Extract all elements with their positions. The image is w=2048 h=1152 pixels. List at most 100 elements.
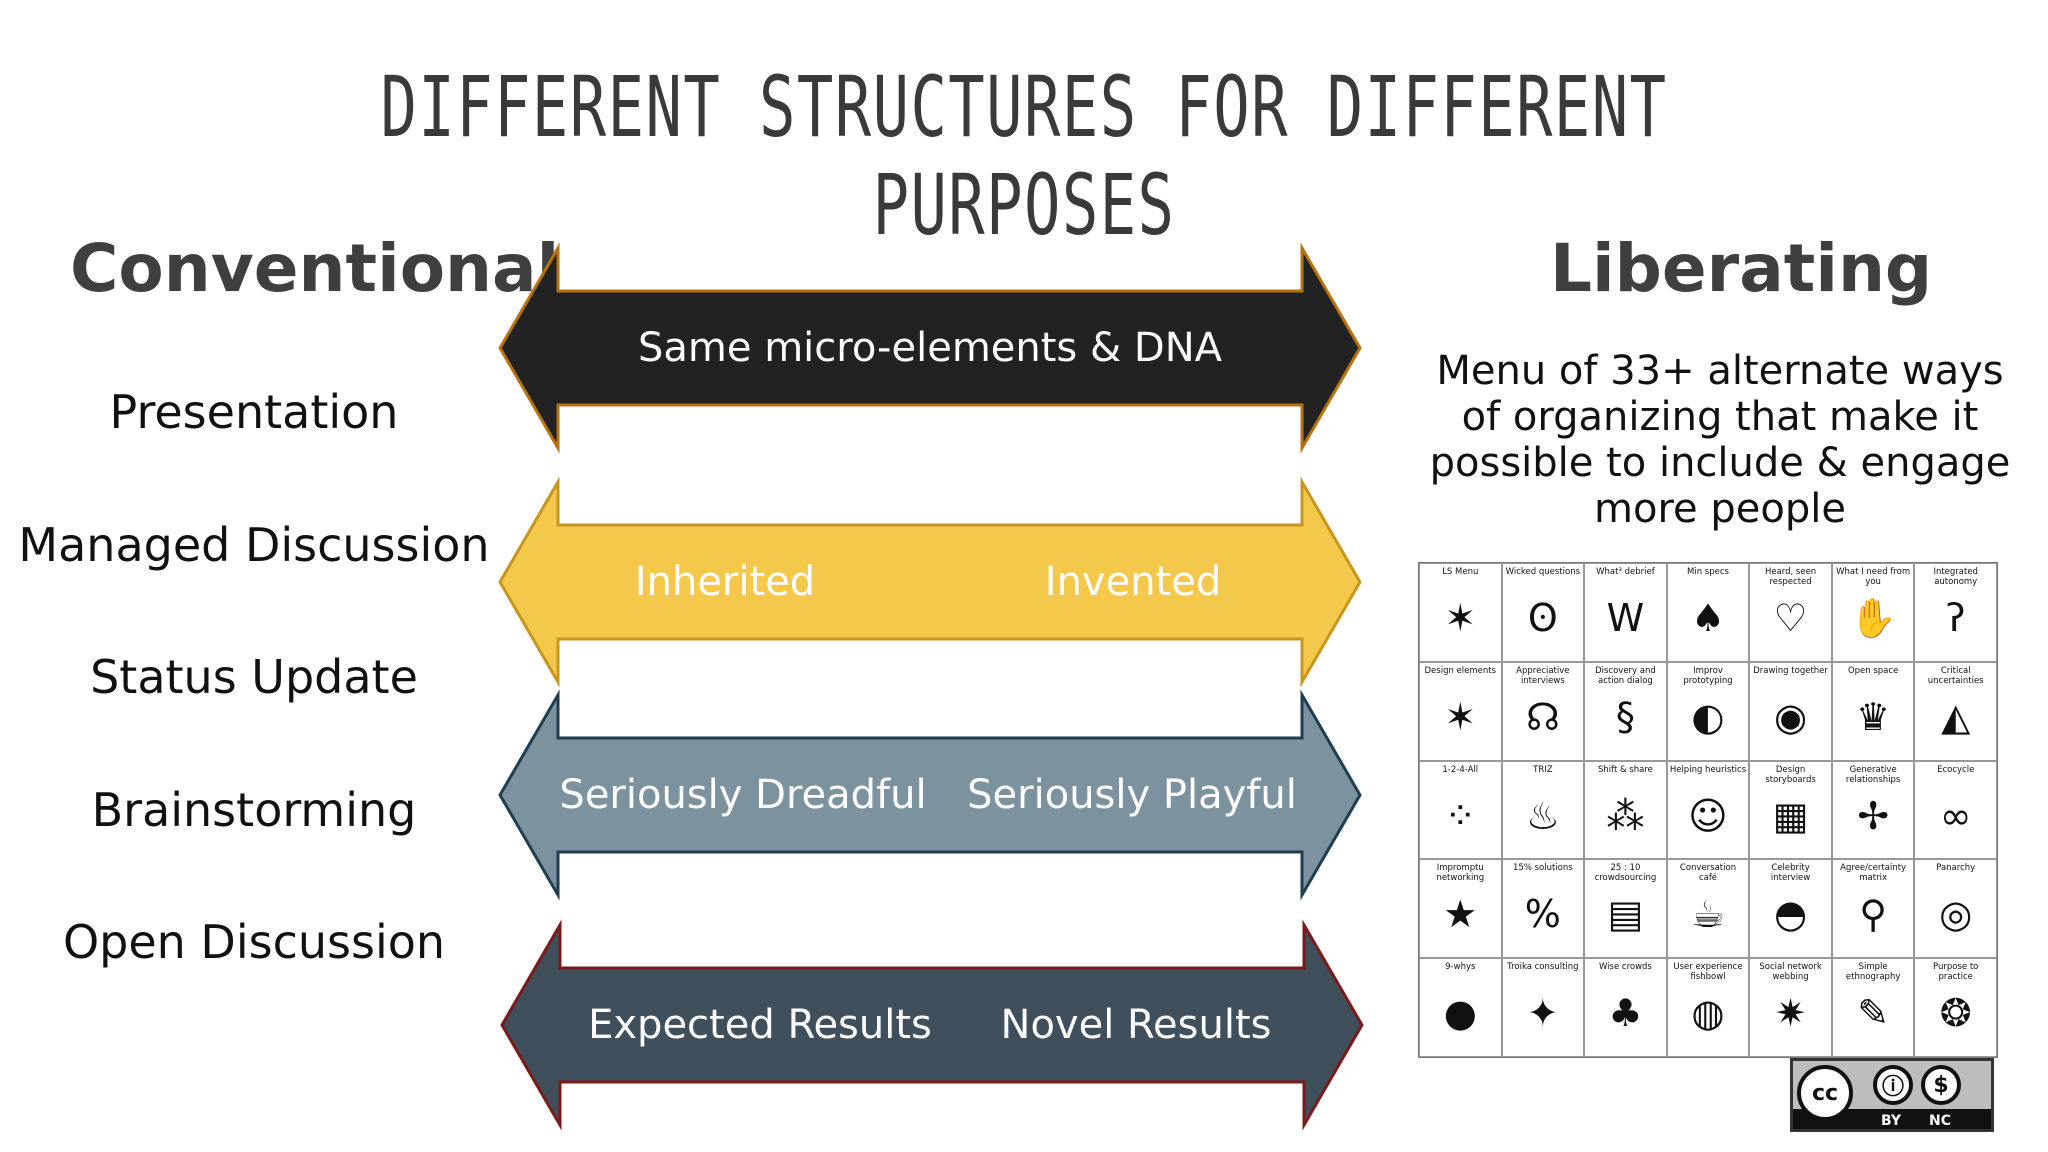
method-card: Critical uncertainties ◭ [1914, 661, 1997, 761]
method-card: Troika consulting ✦ [1501, 958, 1585, 1057]
method-label: Critical uncertainties [1927, 665, 1984, 686]
structure-status-update: Status Update [90, 650, 418, 704]
coffee-cup-icon: ☕ [1690, 892, 1726, 937]
method-label: 15% solutions [1513, 863, 1573, 874]
method-card: Agree/certainty matrix ⚲ [1831, 859, 1915, 959]
liberating-heading: Liberating [1550, 230, 1933, 307]
method-card: User experience fishbowl ◍ [1666, 958, 1750, 1057]
method-label: Drawing together [1753, 665, 1828, 676]
method-card: Social network webbing ✷ [1749, 958, 1832, 1057]
star-people-icon: ★ [1443, 892, 1478, 937]
masks-icon: ◐ [1691, 694, 1725, 739]
method-card: Drawing together ◉ [1749, 661, 1832, 761]
method-card: Min specs♠ [1666, 563, 1750, 662]
method-label: Design storyboards [1765, 764, 1816, 785]
method-card: 9-whys● [1419, 958, 1502, 1057]
method-card: Conversation café ☕ [1666, 859, 1750, 959]
method-label: LS Menu [1442, 567, 1479, 577]
infinity-icon: ∞ [1939, 793, 1972, 838]
dots-circle-icon: ⁘ [1444, 793, 1477, 838]
magnifier-icon: ⚲ [1859, 892, 1888, 937]
circle-people-icon: ♛ [1856, 694, 1891, 739]
method-label: Troika consulting [1507, 962, 1579, 973]
spiral-icon: ʘ [1527, 596, 1558, 640]
squiggles-icon: ʔ [1946, 596, 1966, 640]
spotlight-icon: ◓ [1773, 892, 1808, 937]
crowd-icon: ♣ [1608, 991, 1643, 1036]
arrow-playful-label: Seriously Playful [967, 772, 1297, 818]
palette-icon: ◉ [1773, 694, 1808, 739]
method-label: Celebrity interview [1770, 863, 1811, 884]
footprints-icon: ⁂ [1606, 793, 1645, 838]
troika-icon: ✦ [1526, 991, 1559, 1036]
method-card: Simple ethnography✎ [1831, 958, 1915, 1057]
method-card: Design elements✶ [1419, 661, 1502, 761]
method-label: TRIZ [1533, 764, 1553, 775]
method-label: Wise crowds [1598, 962, 1652, 973]
shark-fin-icon: ◭ [1941, 694, 1971, 739]
structure-open-discussion: Open Discussion [62, 915, 446, 969]
method-label: 9-whys [1445, 962, 1476, 973]
method-label: Integrated autonomy [1933, 567, 1978, 587]
method-card: 25 : 10 crowdsourcing ▤ [1584, 859, 1667, 959]
method-card: Open space♛ [1831, 661, 1915, 761]
helix-icon: § [1615, 694, 1635, 739]
arrow-dreadful-label: Seriously Dreadful [559, 772, 926, 818]
method-card: Wicked questions ʘ [1501, 563, 1585, 662]
method-label: Shift & share [1597, 764, 1653, 775]
method-label: What I need from you [1836, 567, 1911, 587]
method-label: Conversation café [1679, 863, 1737, 884]
compass-icon: ✢ [1857, 793, 1890, 838]
method-label: User experience fishbowl [1673, 962, 1743, 983]
arrow-inherited-label: Inherited [635, 559, 815, 605]
spectrum-arrow-expected-novel [500, 919, 1364, 1131]
noncommercial-icon: $ [1921, 1065, 1961, 1105]
meditating-person-icon: ☺ [1688, 793, 1728, 838]
cc-by-label: BY [1881, 1113, 1902, 1129]
cc-license-badge: cc ⓘ $ BY NC [1790, 1058, 1994, 1132]
25-10-card-icon: ▤ [1607, 892, 1644, 937]
method-label: 1-2-4-All [1442, 764, 1479, 775]
method-label: Purpose to practice [1933, 962, 1979, 983]
method-label: Discovery and action dialog [1595, 665, 1656, 686]
network-icon: ✷ [1774, 991, 1807, 1036]
method-card: Celebrity interview ◓ [1749, 859, 1832, 959]
method-card: Impromptu networking ★ [1419, 859, 1502, 959]
method-card: Heard, seen respected♡ [1749, 563, 1832, 662]
method-label: Impromptu networking [1436, 863, 1485, 884]
arrow-novel-label: Novel Results [1001, 1002, 1272, 1048]
method-label: Generative relationships [1845, 764, 1901, 785]
fishbowl-icon: ◍ [1691, 991, 1725, 1036]
method-card: Integrated autonomy ʔ [1914, 563, 1997, 662]
method-card: Generative relationships ✢ [1831, 760, 1915, 860]
method-label: Improv prototyping [1683, 665, 1733, 686]
arrow-expected-label: Expected Results [588, 1002, 932, 1048]
speech-bubbles-icon: ☊ [1525, 694, 1560, 739]
clipboard-icon: ✎ [1857, 991, 1890, 1036]
swirl-icon: ❂ [1939, 991, 1972, 1036]
method-card: Shift & share ⁂ [1584, 760, 1667, 860]
method-label: Agree/certainty matrix [1840, 863, 1907, 884]
attribution-icon: ⓘ [1873, 1065, 1913, 1105]
method-card: TRIZ♨ [1501, 760, 1585, 860]
slide-title: DIFFERENT STRUCTURES FOR DIFFERENT PURPO… [380, 58, 1668, 254]
method-card: Discovery and action dialog § [1584, 661, 1667, 761]
cc-logo-icon: cc [1797, 1065, 1853, 1121]
cc-nc-label: NC [1929, 1113, 1951, 1129]
method-card: Purpose to practice ❂ [1914, 958, 1997, 1057]
method-card: LS Menu✶ [1419, 563, 1502, 662]
method-label: Social network webbing [1759, 962, 1822, 983]
method-label: Wicked questions [1505, 567, 1581, 577]
nested-arcs-icon: ◎ [1939, 892, 1973, 937]
15-percent-icon: % [1524, 892, 1561, 937]
mushroom-icon: ♠ [1690, 596, 1726, 640]
heart-icon: ♡ [1773, 596, 1808, 640]
method-label: Appreciative interviews [1516, 665, 1570, 686]
method-card: Panarchy◎ [1914, 859, 1997, 959]
spectrum-arrows: Same micro-elements & DNA Inherited Inve… [498, 242, 1364, 1131]
storyboard-icon: ▦ [1772, 793, 1809, 838]
method-label: 25 : 10 crowdsourcing [1594, 863, 1657, 884]
method-card: 15% solutions% [1501, 859, 1585, 959]
arrow-dna-label: Same micro-elements & DNA [638, 325, 1223, 371]
method-card: Helping heuristics☺ [1666, 760, 1750, 860]
